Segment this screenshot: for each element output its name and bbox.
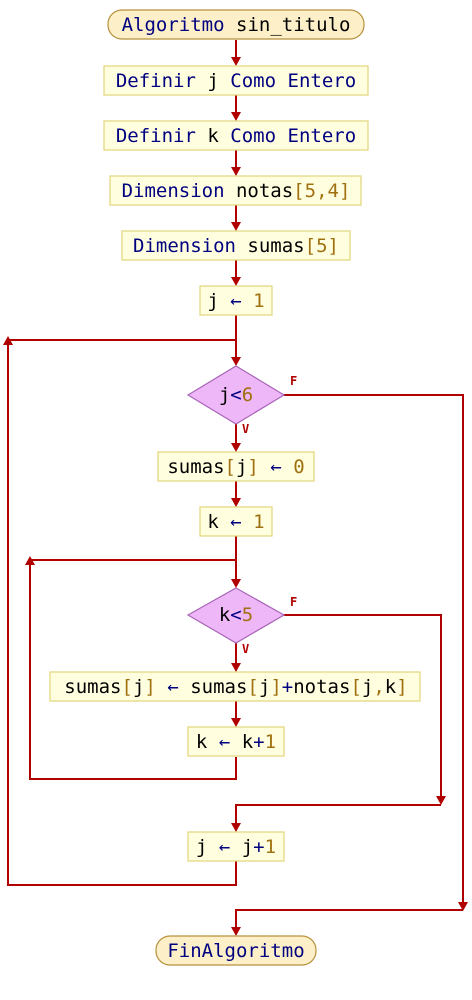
arrowheads (3, 57, 468, 936)
end-keyword: FinAlgoritmo (167, 940, 304, 962)
svg-text:sumas[j] ← sumas[j]+notas[j,k]: sumas[j] ← sumas[j]+notas[j,k] (64, 676, 407, 698)
start-keyword: Algoritmo (122, 14, 225, 36)
svg-text:k ← k+1: k ← k+1 (196, 731, 276, 753)
connectors (7, 40, 464, 930)
true-label: V (242, 422, 249, 436)
end-terminal: FinAlgoritmo (155, 935, 317, 966)
assign-sumas-0-box: sumas[j] ← 0 (157, 451, 315, 482)
svg-text:j ← j+1: j ← j+1 (196, 836, 276, 858)
svg-text:Algoritmo sin_titulo: Algoritmo sin_titulo (122, 14, 351, 36)
dimension-notas-box: Dimension notas[5,4] (109, 175, 362, 206)
svg-text:sumas[j] ← 0: sumas[j] ← 0 (167, 456, 304, 478)
start-terminal: Algoritmo sin_titulo (107, 9, 365, 40)
assign-k-1-box: k ← 1 (199, 506, 273, 537)
accumulate-sum-box: sumas[j] ← sumas[j]+notas[j,k] (49, 671, 421, 702)
decision-k-lt-5: k<5 F V (186, 587, 297, 656)
svg-text:Definir j Como Entero: Definir j Como Entero (116, 70, 356, 92)
false-label: F (290, 595, 297, 609)
dimension-sumas-box: Dimension sumas[5] (121, 230, 351, 261)
svg-text:k<5: k<5 (219, 604, 253, 626)
false-label: F (290, 374, 297, 388)
svg-text:Dimension sumas[5]: Dimension sumas[5] (133, 235, 339, 257)
algorithm-name: sin_titulo (236, 14, 350, 36)
svg-text:j<6: j<6 (219, 384, 253, 406)
svg-text:k ← 1: k ← 1 (207, 511, 264, 533)
svg-text:Dimension notas[5,4]: Dimension notas[5,4] (122, 180, 351, 202)
define-k-box: Definir k Como Entero (103, 120, 369, 151)
decision-j-lt-6: j<6 F V (186, 365, 297, 436)
true-label: V (242, 642, 249, 656)
svg-text:j ← 1: j ← 1 (207, 290, 264, 312)
increment-k-box: k ← k+1 (187, 726, 285, 757)
svg-text:Definir k Como Entero: Definir k Como Entero (116, 125, 356, 147)
assign-j-1-box: j ← 1 (199, 285, 273, 316)
increment-j-box: j ← j+1 (187, 831, 285, 862)
define-j-box: Definir j Como Entero (103, 65, 369, 96)
